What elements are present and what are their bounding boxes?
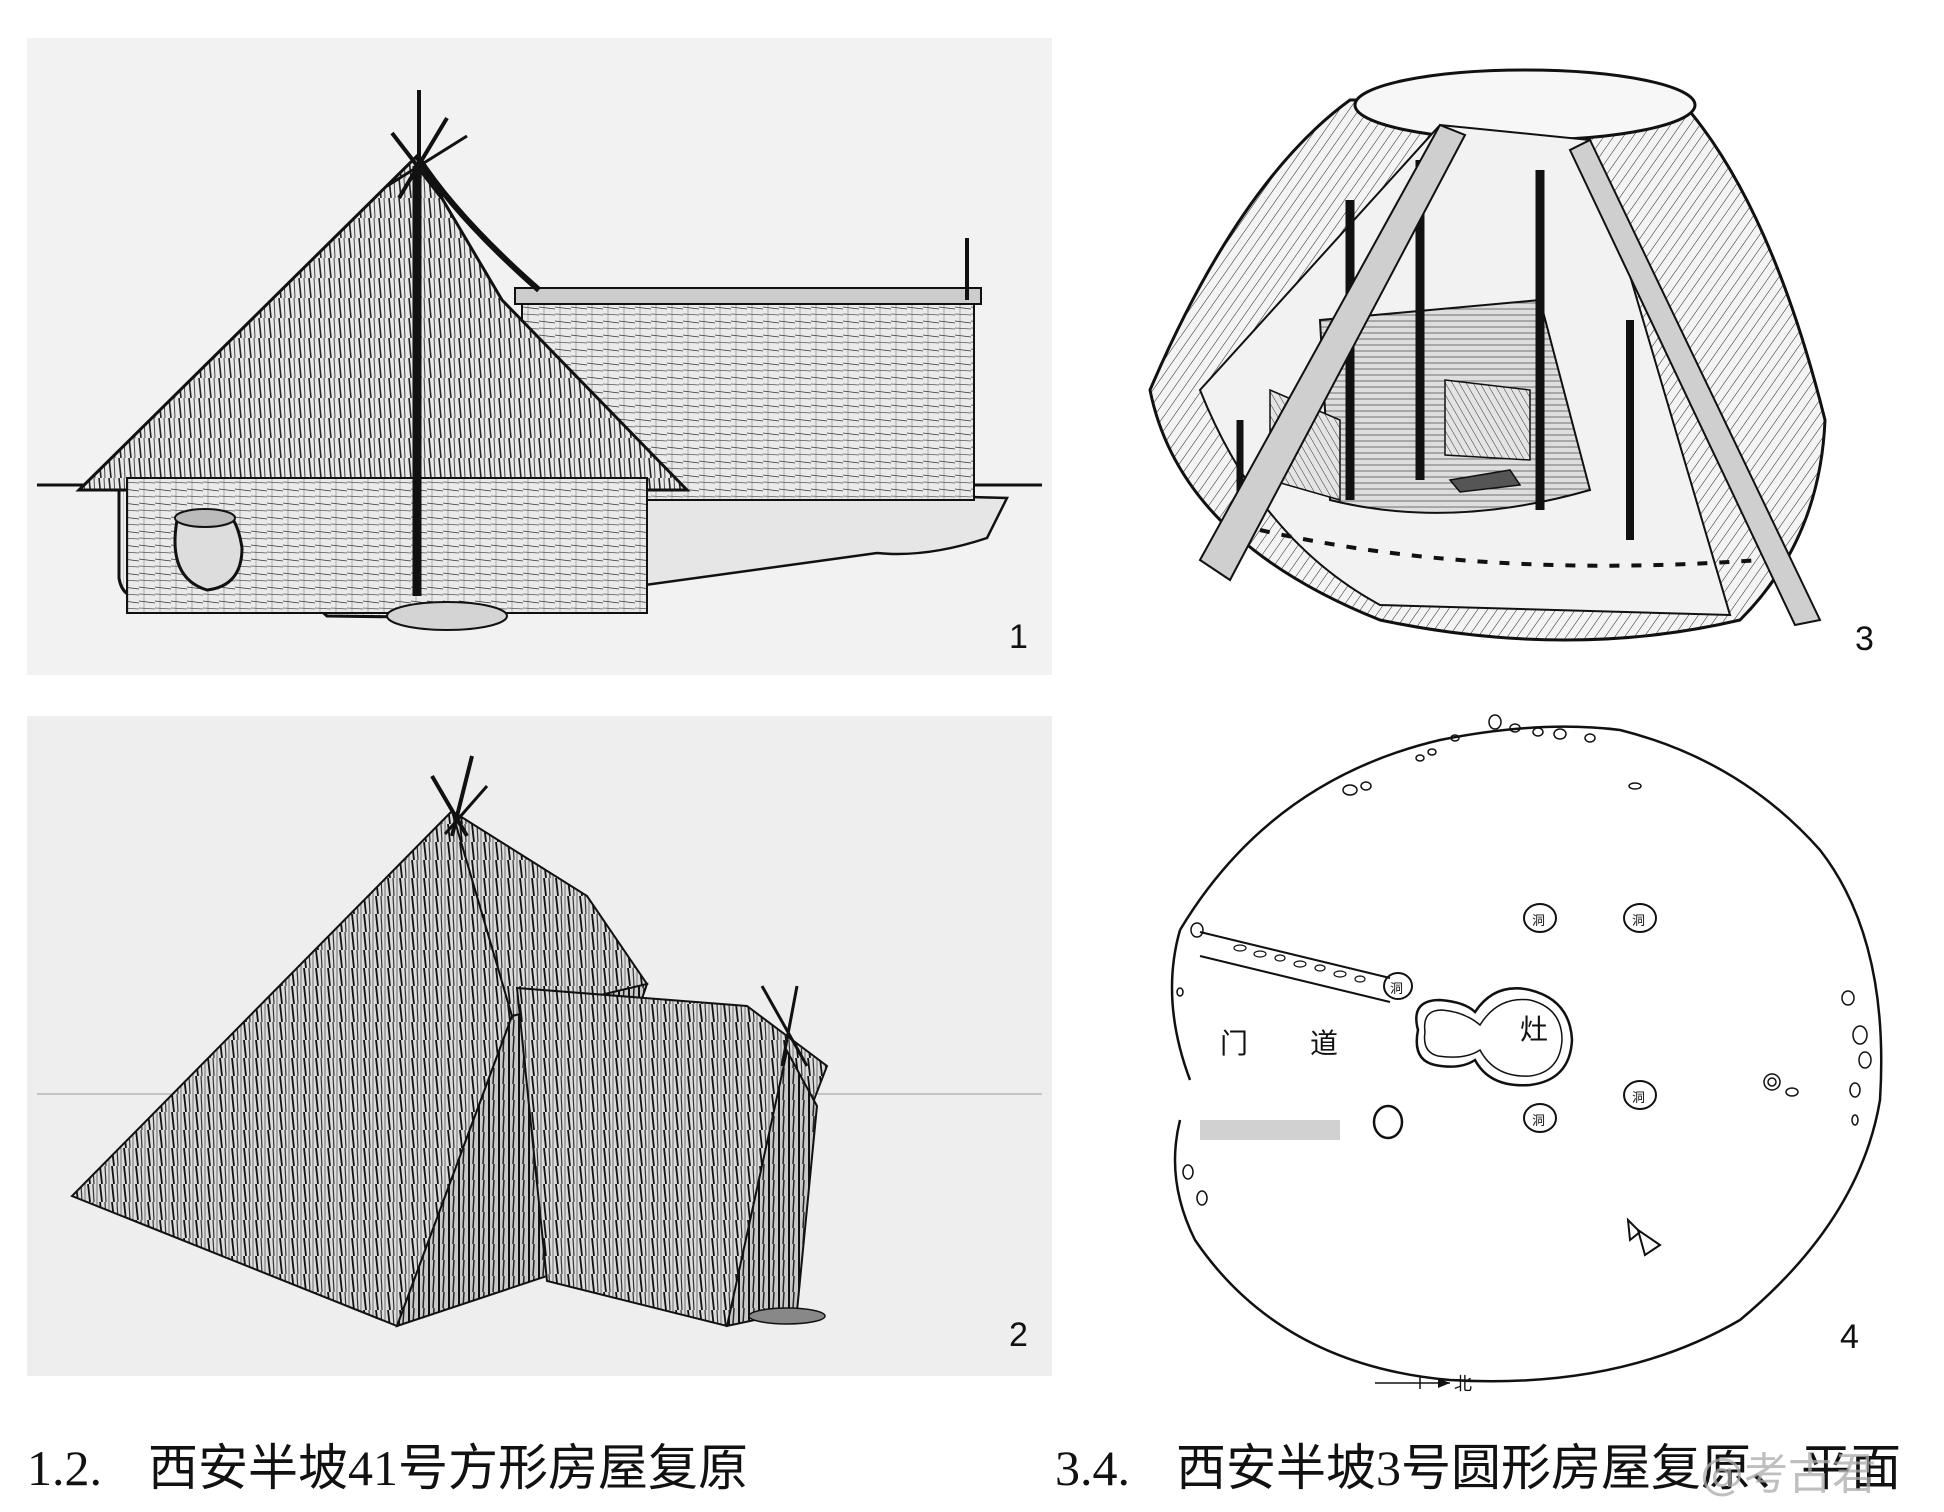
roof-opening: [1353, 68, 1697, 142]
caption-right: 3.4. 西安半坡3号圆形房屋复原、平面: [1055, 1428, 1901, 1500]
caption-left-text: 西安半坡41号方形房屋复原: [148, 1440, 748, 1496]
square-house-section-drawing: [37, 90, 1042, 631]
passage-upper-wall: [1199, 931, 1391, 979]
clay-pot: [173, 516, 244, 592]
post-hole: [1623, 1080, 1657, 1110]
figure-number-1: 1: [1009, 618, 1028, 656]
hole-label: 洞: [1390, 982, 1404, 997]
hole-label: 洞: [1532, 914, 1546, 929]
north-label: 北: [1454, 1374, 1472, 1395]
figure-1-panel: 1: [27, 38, 1052, 675]
post-hole: [1383, 972, 1413, 1000]
door-passage-label-1: 门: [1220, 1027, 1249, 1060]
hearth: [386, 601, 508, 631]
caption-left: 1.2. 西安半坡41号方形房屋复原: [27, 1428, 748, 1500]
doorway-shadow: [748, 1307, 826, 1325]
figure-number-4: 4: [1840, 1318, 1859, 1356]
figure-number-2: 2: [1009, 1316, 1028, 1354]
figure-3-panel: 3: [1120, 60, 1900, 660]
door-passage-label-2: 道: [1310, 1027, 1339, 1060]
square-house-exterior-drawing: [37, 755, 1042, 1328]
annex-roof-edge: [514, 287, 982, 305]
redaction-band: [1200, 1120, 1340, 1140]
hole-label: 洞: [1532, 1114, 1546, 1129]
post-hole: [1523, 1103, 1557, 1133]
post-hole: [1523, 903, 1557, 933]
house-outline: [1173, 725, 1883, 1383]
hole-label: 洞: [1632, 914, 1646, 929]
thatched-roof: [75, 153, 691, 492]
hearth-label: 灶: [1520, 1013, 1549, 1046]
hole-label: 洞: [1632, 1091, 1646, 1106]
post-hole: [1623, 903, 1657, 933]
figure-4-panel: 门 道 灶 洞 洞 洞 洞 洞 北 4: [1120, 700, 1910, 1400]
caption-right-number: 3.4.: [1055, 1440, 1130, 1496]
hearth-outline: [1415, 987, 1574, 1087]
round-house-plan-drawing: [1170, 714, 1883, 1389]
caption-right-text: 西安半坡3号圆形房屋复原、平面: [1176, 1440, 1901, 1496]
passage-lower-wall: [1199, 955, 1391, 1003]
round-house-cutaway-drawing: [1148, 68, 1827, 642]
figure-number-3: 3: [1855, 620, 1874, 658]
caption-left-number: 1.2.: [27, 1440, 102, 1496]
post-hole: [1372, 1104, 1404, 1140]
watermark: @考古君: [1700, 1449, 1876, 1500]
entrance-ramp: [585, 486, 1009, 595]
figure-2-panel: 2: [27, 716, 1052, 1376]
